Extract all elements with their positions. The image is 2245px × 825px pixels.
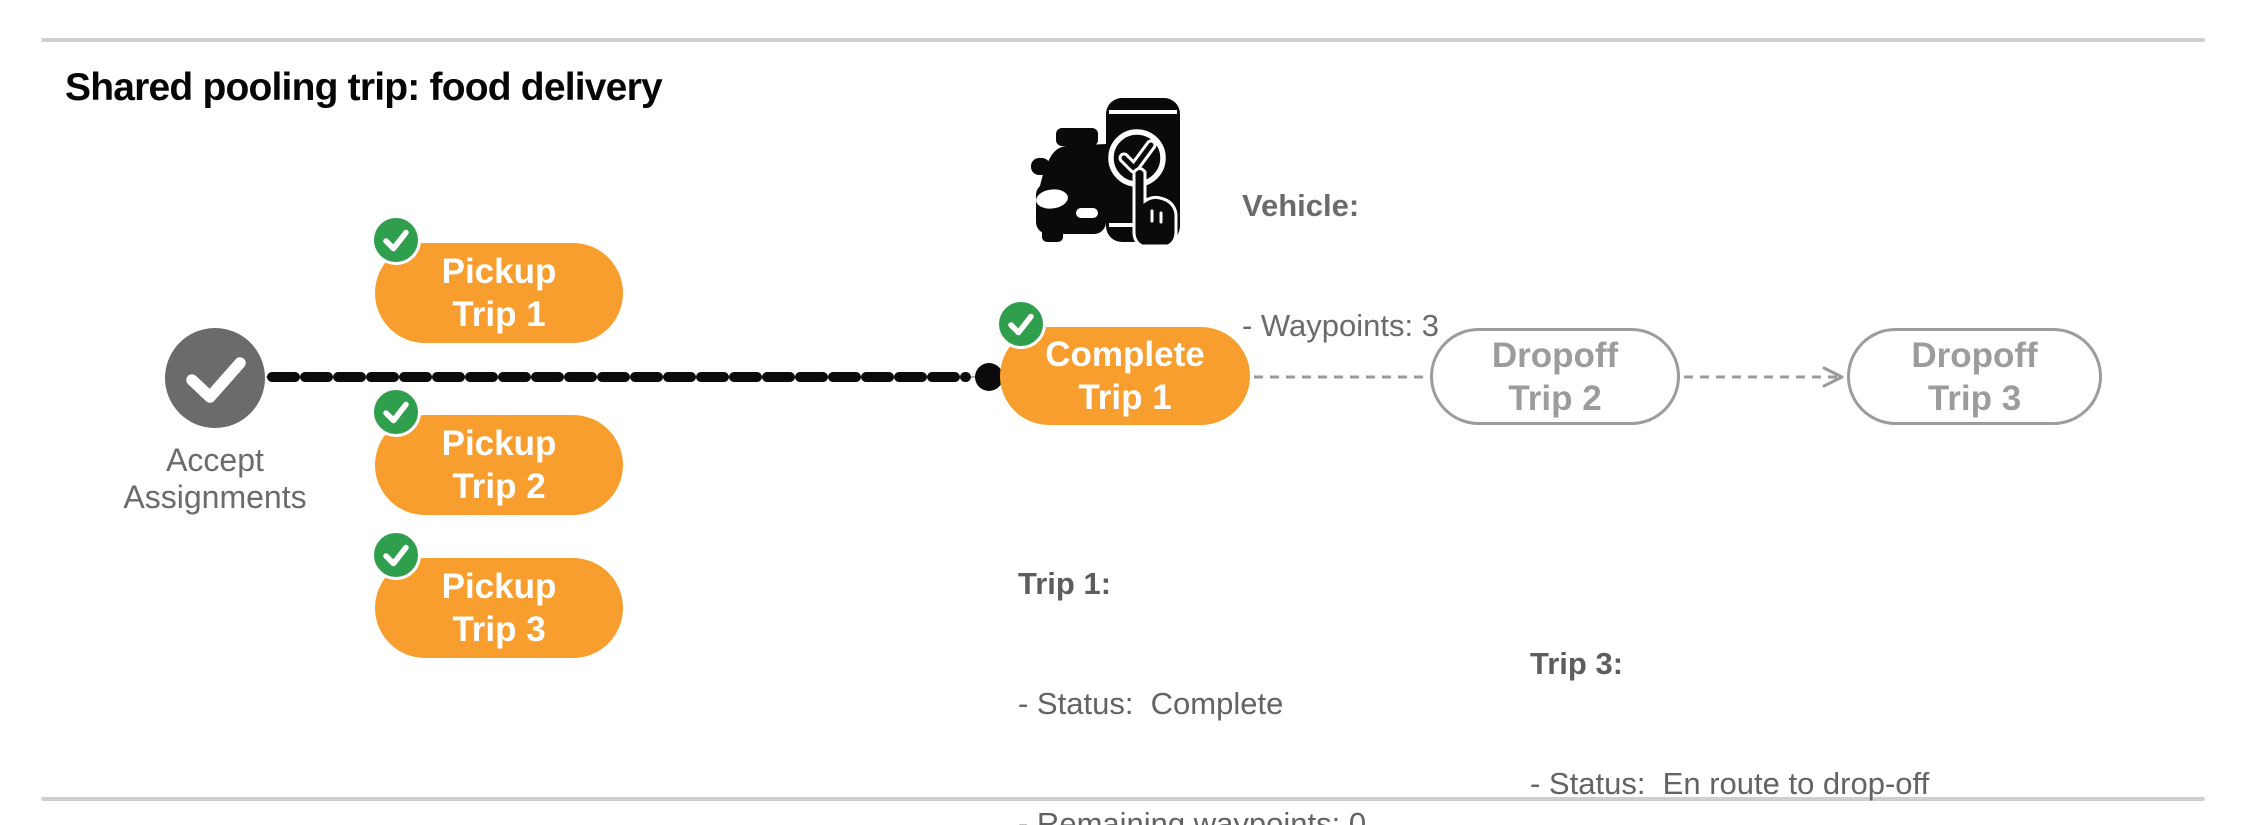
- top-divider: [41, 38, 2205, 42]
- node-label-line2: Trip 2: [1508, 378, 1602, 418]
- vehicle-phone-check-icon: [1031, 98, 1180, 246]
- trip3-status-title: Trip 3:: [1530, 646, 1624, 681]
- node-label-line2: Trip 3: [1927, 378, 2022, 418]
- check-badge-icon: [371, 530, 421, 580]
- node-label-line1: Pickup: [441, 567, 557, 606]
- node-pickup-trip-1: Pickup Trip 1: [371, 215, 623, 343]
- node-dropoff-trip-3: Dropoff Trip 3: [1847, 328, 2102, 425]
- node-label-line1: Complete: [1045, 335, 1205, 374]
- page-title: Shared pooling trip: food delivery: [65, 66, 663, 109]
- node-pickup-trip-2: Pickup Trip 2: [371, 387, 623, 515]
- accept-label-line1: Accept: [166, 442, 264, 478]
- check-badge-icon: [371, 215, 421, 265]
- node-label-line1: Dropoff: [1911, 335, 2038, 375]
- bottom-divider: [41, 797, 2205, 801]
- trip1-status-title: Trip 1:: [1018, 566, 1112, 601]
- node-dropoff-trip-2: Dropoff Trip 2: [1430, 328, 1680, 425]
- node-label-line1: Dropoff: [1491, 335, 1619, 375]
- accept-assignments-label: Accept Assignments: [80, 442, 350, 516]
- node-label-line2: Trip 3: [452, 610, 546, 649]
- trip-status-block-3: Trip 3: - Status: En route to drop-off -…: [1530, 564, 1929, 825]
- check-icon: [186, 357, 246, 403]
- trip1-status-line: - Status: Complete: [1018, 686, 1284, 721]
- node-complete-trip-1: Complete Trip 1: [996, 299, 1250, 425]
- accept-label-line2: Assignments: [123, 479, 307, 515]
- node-label-line2: Trip 1: [452, 295, 546, 334]
- check-badge-icon: [371, 387, 421, 437]
- node-label-line1: Pickup: [441, 424, 557, 463]
- trip3-status-line: - Status: En route to drop-off: [1530, 766, 1930, 801]
- vehicle-label: Vehicle:: [1242, 188, 1360, 223]
- node-label-line2: Trip 1: [1078, 378, 1172, 417]
- trip1-waypoints-line: - Remaining waypoints: 0: [1018, 806, 1367, 825]
- arrowhead-icon: [1822, 366, 1844, 388]
- node-label-line1: Pickup: [441, 252, 557, 291]
- node-label-line2: Trip 2: [452, 467, 546, 506]
- route-progress-dot: [975, 363, 1003, 391]
- node-accept-assignments: [165, 328, 265, 428]
- trip-status-block-1-2: Trip 1: - Status: Complete - Remaining w…: [1018, 484, 1417, 825]
- vehicle-info: Vehicle: - Waypoints: 3: [1242, 106, 1439, 426]
- check-badge-icon: [996, 299, 1046, 349]
- vehicle-waypoints: - Waypoints: 3: [1242, 308, 1439, 343]
- node-pickup-trip-3: Pickup Trip 3: [371, 530, 623, 658]
